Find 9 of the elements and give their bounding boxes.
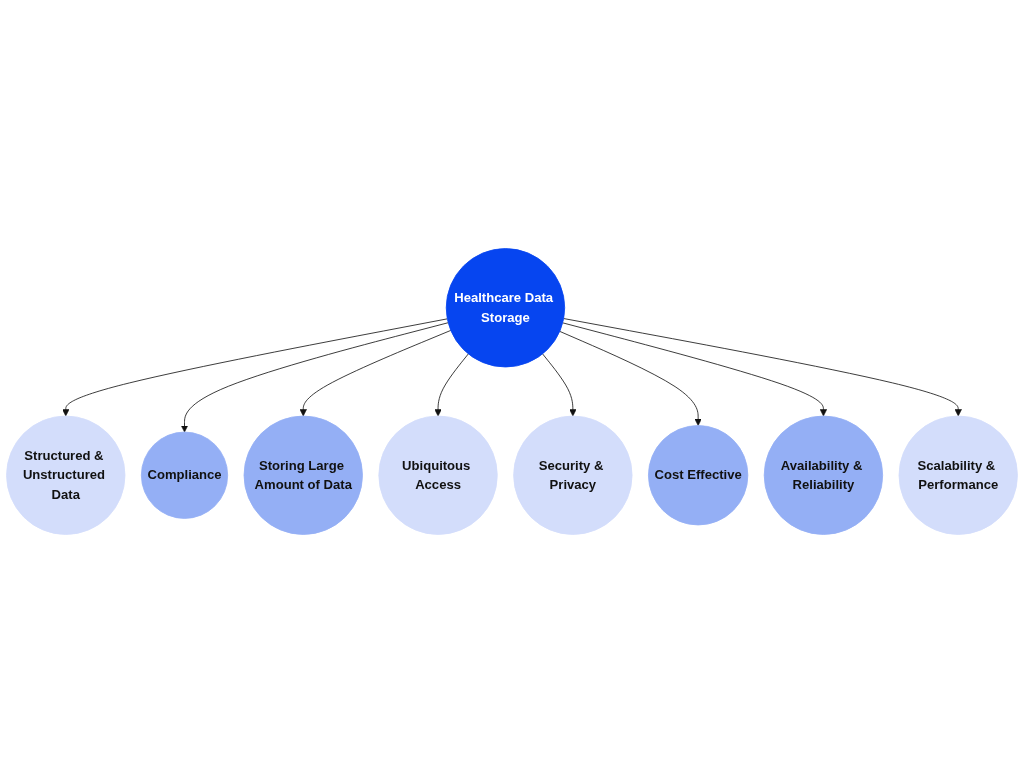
node-circle: Healthcare Data Storage — [445, 248, 566, 368]
node-circle: Ubiquitous Access — [378, 415, 498, 535]
node-circle: Compliance — [140, 431, 229, 519]
node-circle: Availability & Reliability — [763, 415, 884, 535]
node-circle: Security & Privacy — [513, 415, 633, 535]
node-circle: Storing Large Amount of Data — [243, 415, 363, 535]
node-circle: Scalability & Performance — [898, 415, 1018, 535]
node-circle: Structured & Unstructured Data — [6, 415, 126, 535]
node-circle: Cost Effective — [648, 425, 749, 526]
